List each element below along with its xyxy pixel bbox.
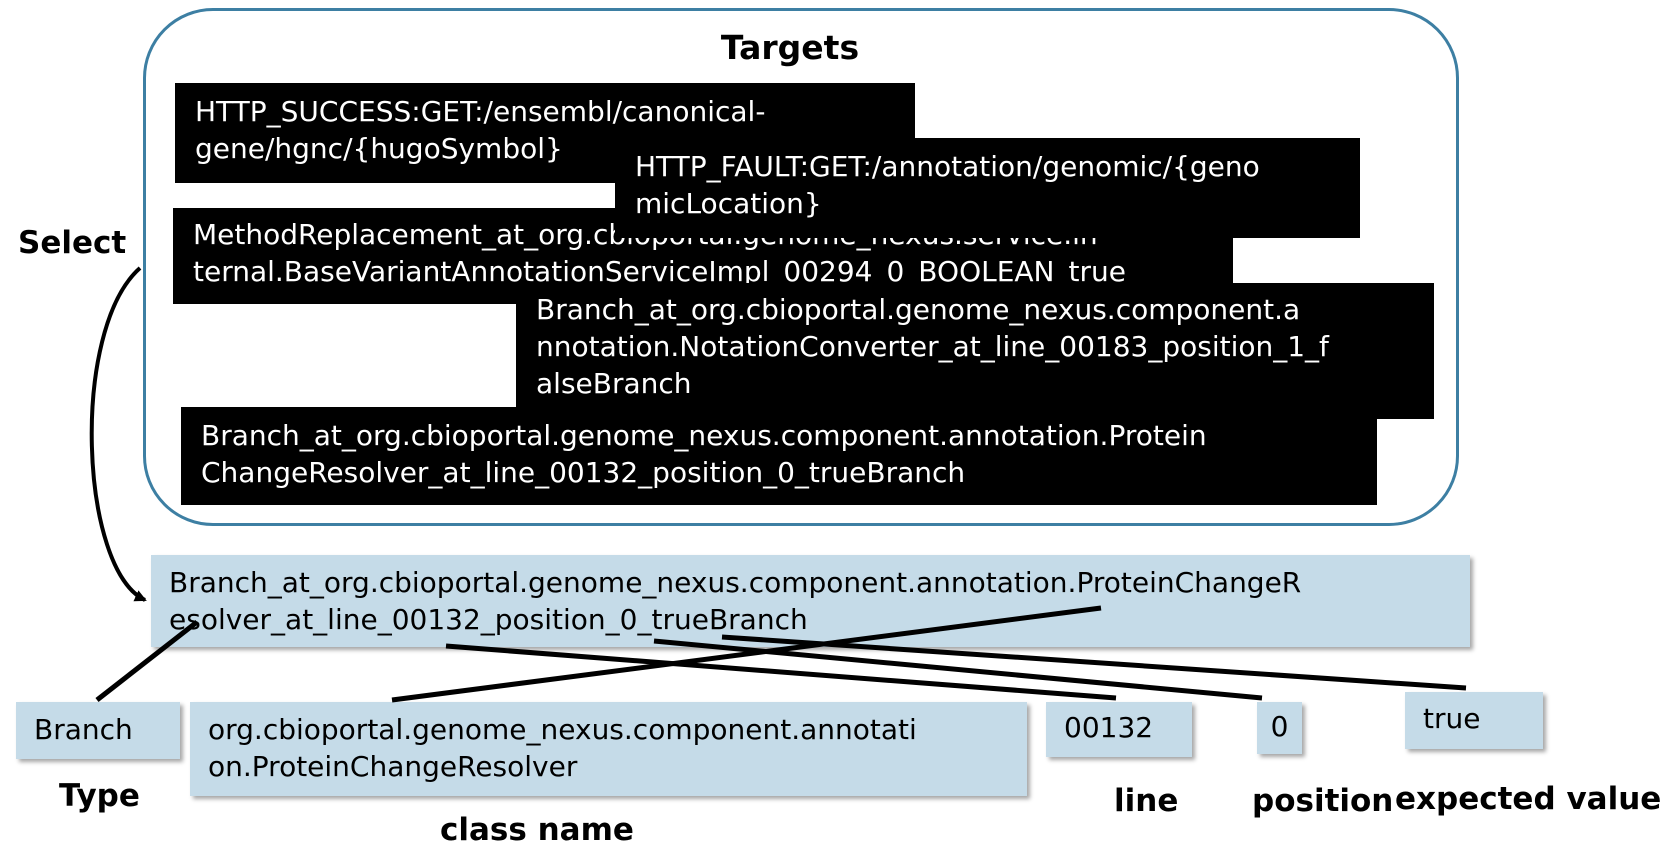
type-label: Type [59, 778, 140, 814]
expected-value-box: true [1405, 692, 1543, 749]
connector-class-name [391, 605, 1102, 703]
expected-value-label: expected value [1395, 781, 1661, 817]
type-box: Branch [16, 702, 180, 759]
connector-expected-value [721, 634, 1467, 691]
target-protein-change-resolver: Branch_at_org.cbioportal.genome_nexus.co… [181, 407, 1377, 505]
position-label: position [1252, 783, 1394, 819]
select-arrow [89, 266, 147, 602]
targets-title: Targets [720, 28, 860, 67]
target-http-fault: HTTP_FAULT:GET:/annotation/genomic/{geno… [615, 138, 1360, 238]
line-label: line [1114, 783, 1179, 819]
connector-type [95, 620, 199, 702]
class-name-label: class name [440, 812, 634, 848]
class-name-box: org.cbioportal.genome_nexus.component.an… [190, 702, 1027, 796]
target-notation-converter: Branch_at_org.cbioportal.genome_nexus.co… [516, 283, 1434, 419]
connector-position [653, 638, 1263, 701]
position-box: 0 [1257, 702, 1302, 754]
select-label: Select [18, 225, 127, 261]
selected-target-box: Branch_at_org.cbioportal.genome_nexus.co… [151, 555, 1470, 647]
line-box: 00132 [1046, 702, 1192, 757]
connector-line [445, 643, 1117, 701]
